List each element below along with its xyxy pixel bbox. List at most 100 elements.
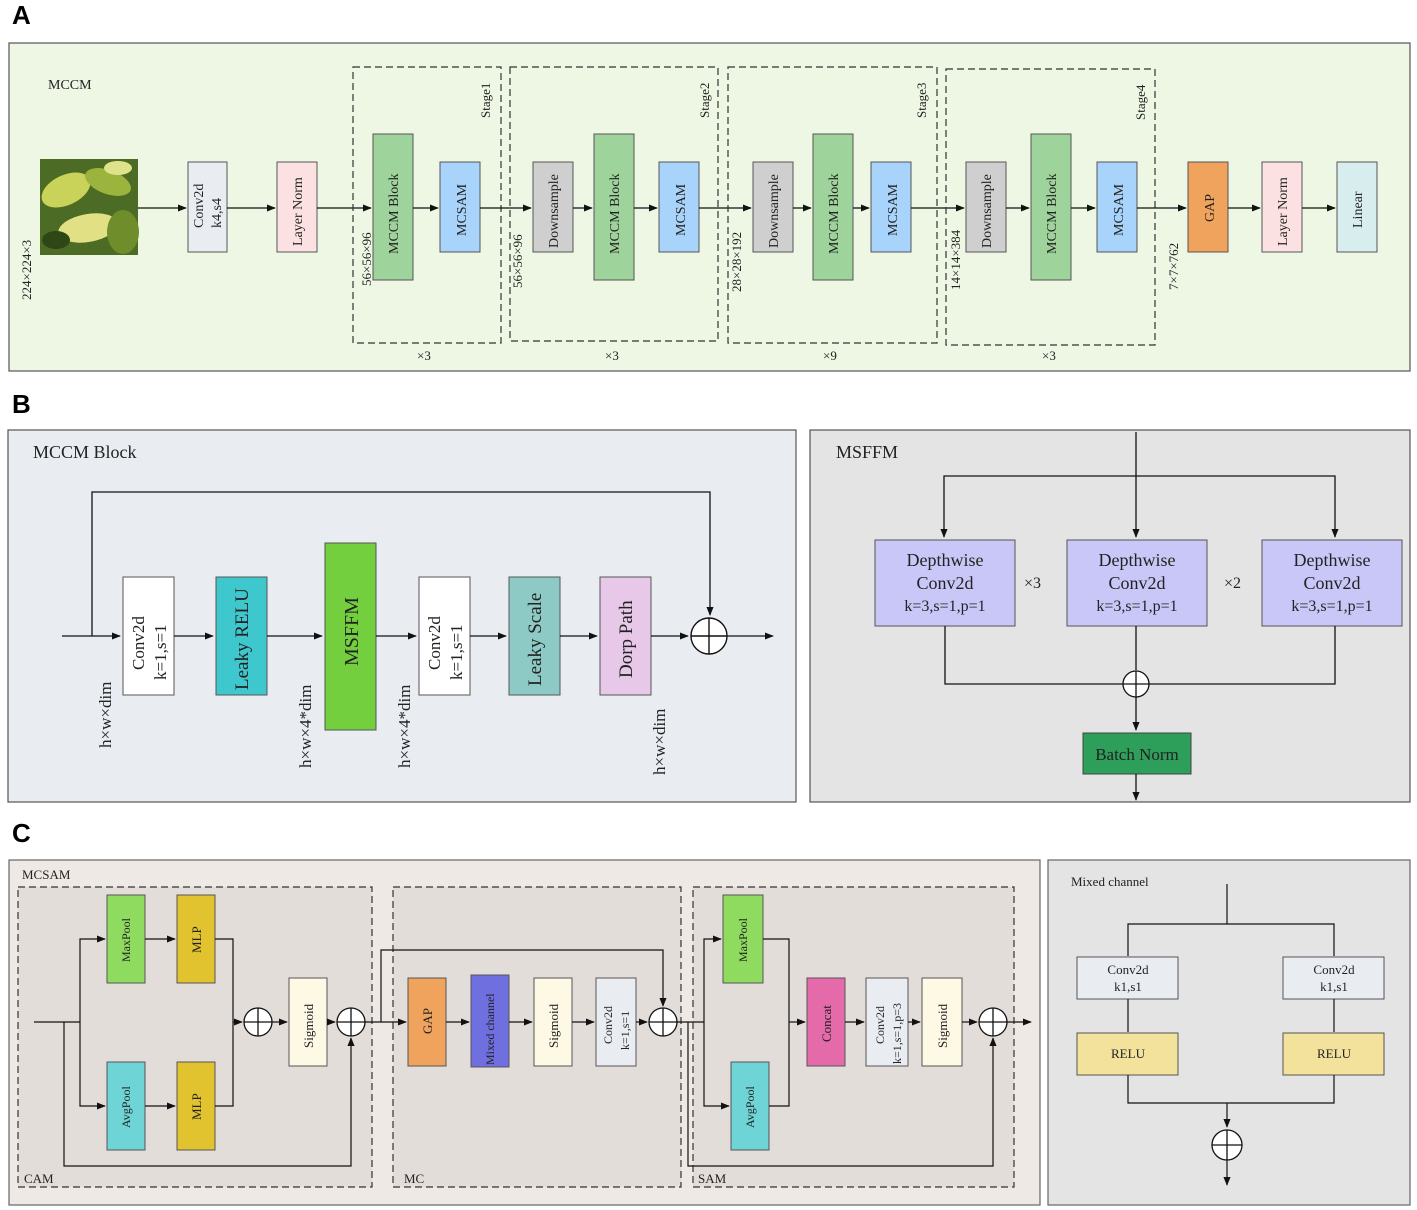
relu-box-left: RELU [1076,1032,1179,1076]
cam-avgpool-box: AvgPool [106,1061,146,1151]
layer-norm-box: Layer Norm [276,161,318,253]
depthwise-conv-box-2: Depthwise Conv2d k=3,s=1,p=1 [1066,539,1208,627]
leaky-relu-box: Leaky RELU [215,576,268,696]
panel-a-background [8,42,1411,372]
svg-text:MaxPool: MaxPool [119,917,133,962]
svg-text:Conv2d: Conv2d [601,1006,615,1044]
svg-text:AvgPool: AvgPool [743,1086,757,1128]
mc-label: MC [404,1171,424,1186]
stage1-mccm-block: MCCM Block [372,133,414,281]
svg-text:Leaky Scale: Leaky Scale [525,593,546,686]
svg-text:Sigmoid: Sigmoid [935,1003,950,1048]
cam-multiply-icon [336,1007,366,1037]
svg-text:MCCM Block: MCCM Block [387,173,402,254]
batch-norm-box: Batch Norm [1082,732,1192,775]
svg-text:k=1,s=1,p=3: k=1,s=1,p=3 [890,1003,904,1064]
msffm-add-icon [1122,670,1150,698]
msffm-title: MSFFM [836,442,898,462]
svg-text:MLP: MLP [189,926,204,953]
stage1-size: 56×56×96 [359,232,374,286]
mixed-conv2d-box-left: Conv2d k1,s1 [1076,956,1179,1000]
svg-text:Dorp Path: Dorp Path [616,600,637,678]
gap-box: GAP [1187,161,1229,253]
mc-conv2d-box: Conv2d k=1,s=1 [595,977,637,1067]
mixed-conv2d-box-right: Conv2d k1,s1 [1282,956,1385,1000]
svg-text:Leaky RELU: Leaky RELU [232,588,253,690]
svg-text:MCSAM: MCSAM [455,183,470,236]
stage1-mcsam: MCSAM [439,161,481,253]
stage3-label: Stage3 [914,83,929,118]
msffm-box: MSFFM [324,542,377,731]
svg-text:GAP: GAP [420,1008,435,1034]
drop-path-box: Dorp Path [599,576,652,696]
svg-text:Mixed channel: Mixed channel [483,993,497,1065]
svg-text:k1,s1: k1,s1 [1114,979,1142,994]
repeat-x3-label: ×3 [1024,575,1041,592]
svg-text:Conv2d: Conv2d [1303,573,1360,593]
depthwise-conv-box-1: Depthwise Conv2d k=3,s=1,p=1 [874,539,1016,627]
svg-text:MSFFM: MSFFM [341,597,363,666]
svg-text:MCSAM: MCSAM [886,183,901,236]
stage2-label: Stage2 [697,83,712,118]
svg-text:MCSAM: MCSAM [1112,183,1127,236]
cam-maxpool-box: MaxPool [106,894,146,984]
svg-text:Conv2d: Conv2d [1313,962,1355,977]
svg-text:k=1,s=1: k=1,s=1 [151,624,170,680]
mixed-add-icon [1211,1129,1243,1161]
stage4-mccm-block: MCCM Block [1030,133,1072,281]
svg-text:RELU: RELU [1317,1046,1352,1061]
stage2-box [509,66,719,342]
svg-text:MCCM Block: MCCM Block [827,173,842,254]
mccm-block-title: MCCM Block [33,442,137,462]
panel-a-letter: A [12,0,31,30]
svg-text:k4,s4: k4,s4 [210,198,225,228]
panel-a-title: MCCM [48,78,92,93]
dim-in-label: h×w×dim [96,682,115,748]
stage2-size: 56×56×96 [510,234,525,288]
sam-conv2d-box: Conv2d k=1,s=1,p=3 [865,977,909,1067]
stage3-mcsam: MCSAM [870,161,912,253]
stage1-repeat: ×3 [417,348,431,363]
stage1-box [352,66,502,344]
svg-text:RELU: RELU [1111,1046,1146,1061]
stage3-mccm-block: MCCM Block [812,133,854,281]
sam-maxpool-box: MaxPool [722,894,764,984]
svg-text:GAP: GAP [1203,194,1218,222]
svg-text:k1,s1: k1,s1 [1320,979,1348,994]
svg-text:Conv2d: Conv2d [1107,962,1149,977]
svg-text:Batch Norm: Batch Norm [1095,745,1179,764]
mcsam-title: MCSAM [22,867,71,882]
stage4-repeat: ×3 [1042,348,1056,363]
mc-mixed-channel-box: Mixed channel [470,974,510,1068]
svg-text:Conv2d: Conv2d [916,573,973,593]
sam-label: SAM [698,1171,727,1186]
cam-mlp-box-top: MLP [176,894,216,984]
relu-box-right: RELU [1282,1032,1385,1076]
stage3-box [727,66,938,344]
svg-text:k=3,s=1,p=1: k=3,s=1,p=1 [904,598,985,615]
input-size-label: 224×224×3 [19,240,34,300]
svg-text:MCCM Block: MCCM Block [608,173,623,254]
stage4-mcsam: MCSAM [1096,161,1138,253]
depthwise-conv-box-3: Depthwise Conv2d k=3,s=1,p=1 [1261,539,1403,627]
svg-text:Sigmoid: Sigmoid [301,1003,316,1048]
svg-text:MCCM Block: MCCM Block [1045,173,1060,254]
svg-text:MLP: MLP [189,1093,204,1120]
stage2-mcsam: MCSAM [658,161,700,253]
conv2d-stem-box: Conv2d k4,s4 [187,161,228,253]
panel-b-letter: B [12,389,31,419]
svg-text:Downsample: Downsample [767,174,782,248]
cam-add-icon [243,1007,273,1037]
sam-sigmoid-box: Sigmoid [921,977,963,1067]
svg-text:Conv2d: Conv2d [1108,573,1165,593]
svg-text:k=3,s=1,p=1: k=3,s=1,p=1 [1096,598,1177,615]
stage2-downsample: Downsample [532,161,574,253]
svg-text:Downsample: Downsample [547,174,562,248]
svg-text:Layer Norm: Layer Norm [1276,177,1291,246]
svg-text:Layer Norm: Layer Norm [291,177,306,246]
svg-text:k=1,s=1: k=1,s=1 [447,624,466,680]
sam-avgpool-box: AvgPool [730,1061,770,1151]
stage1-label: Stage1 [478,83,493,118]
mc-sigmoid-box: Sigmoid [533,977,573,1067]
